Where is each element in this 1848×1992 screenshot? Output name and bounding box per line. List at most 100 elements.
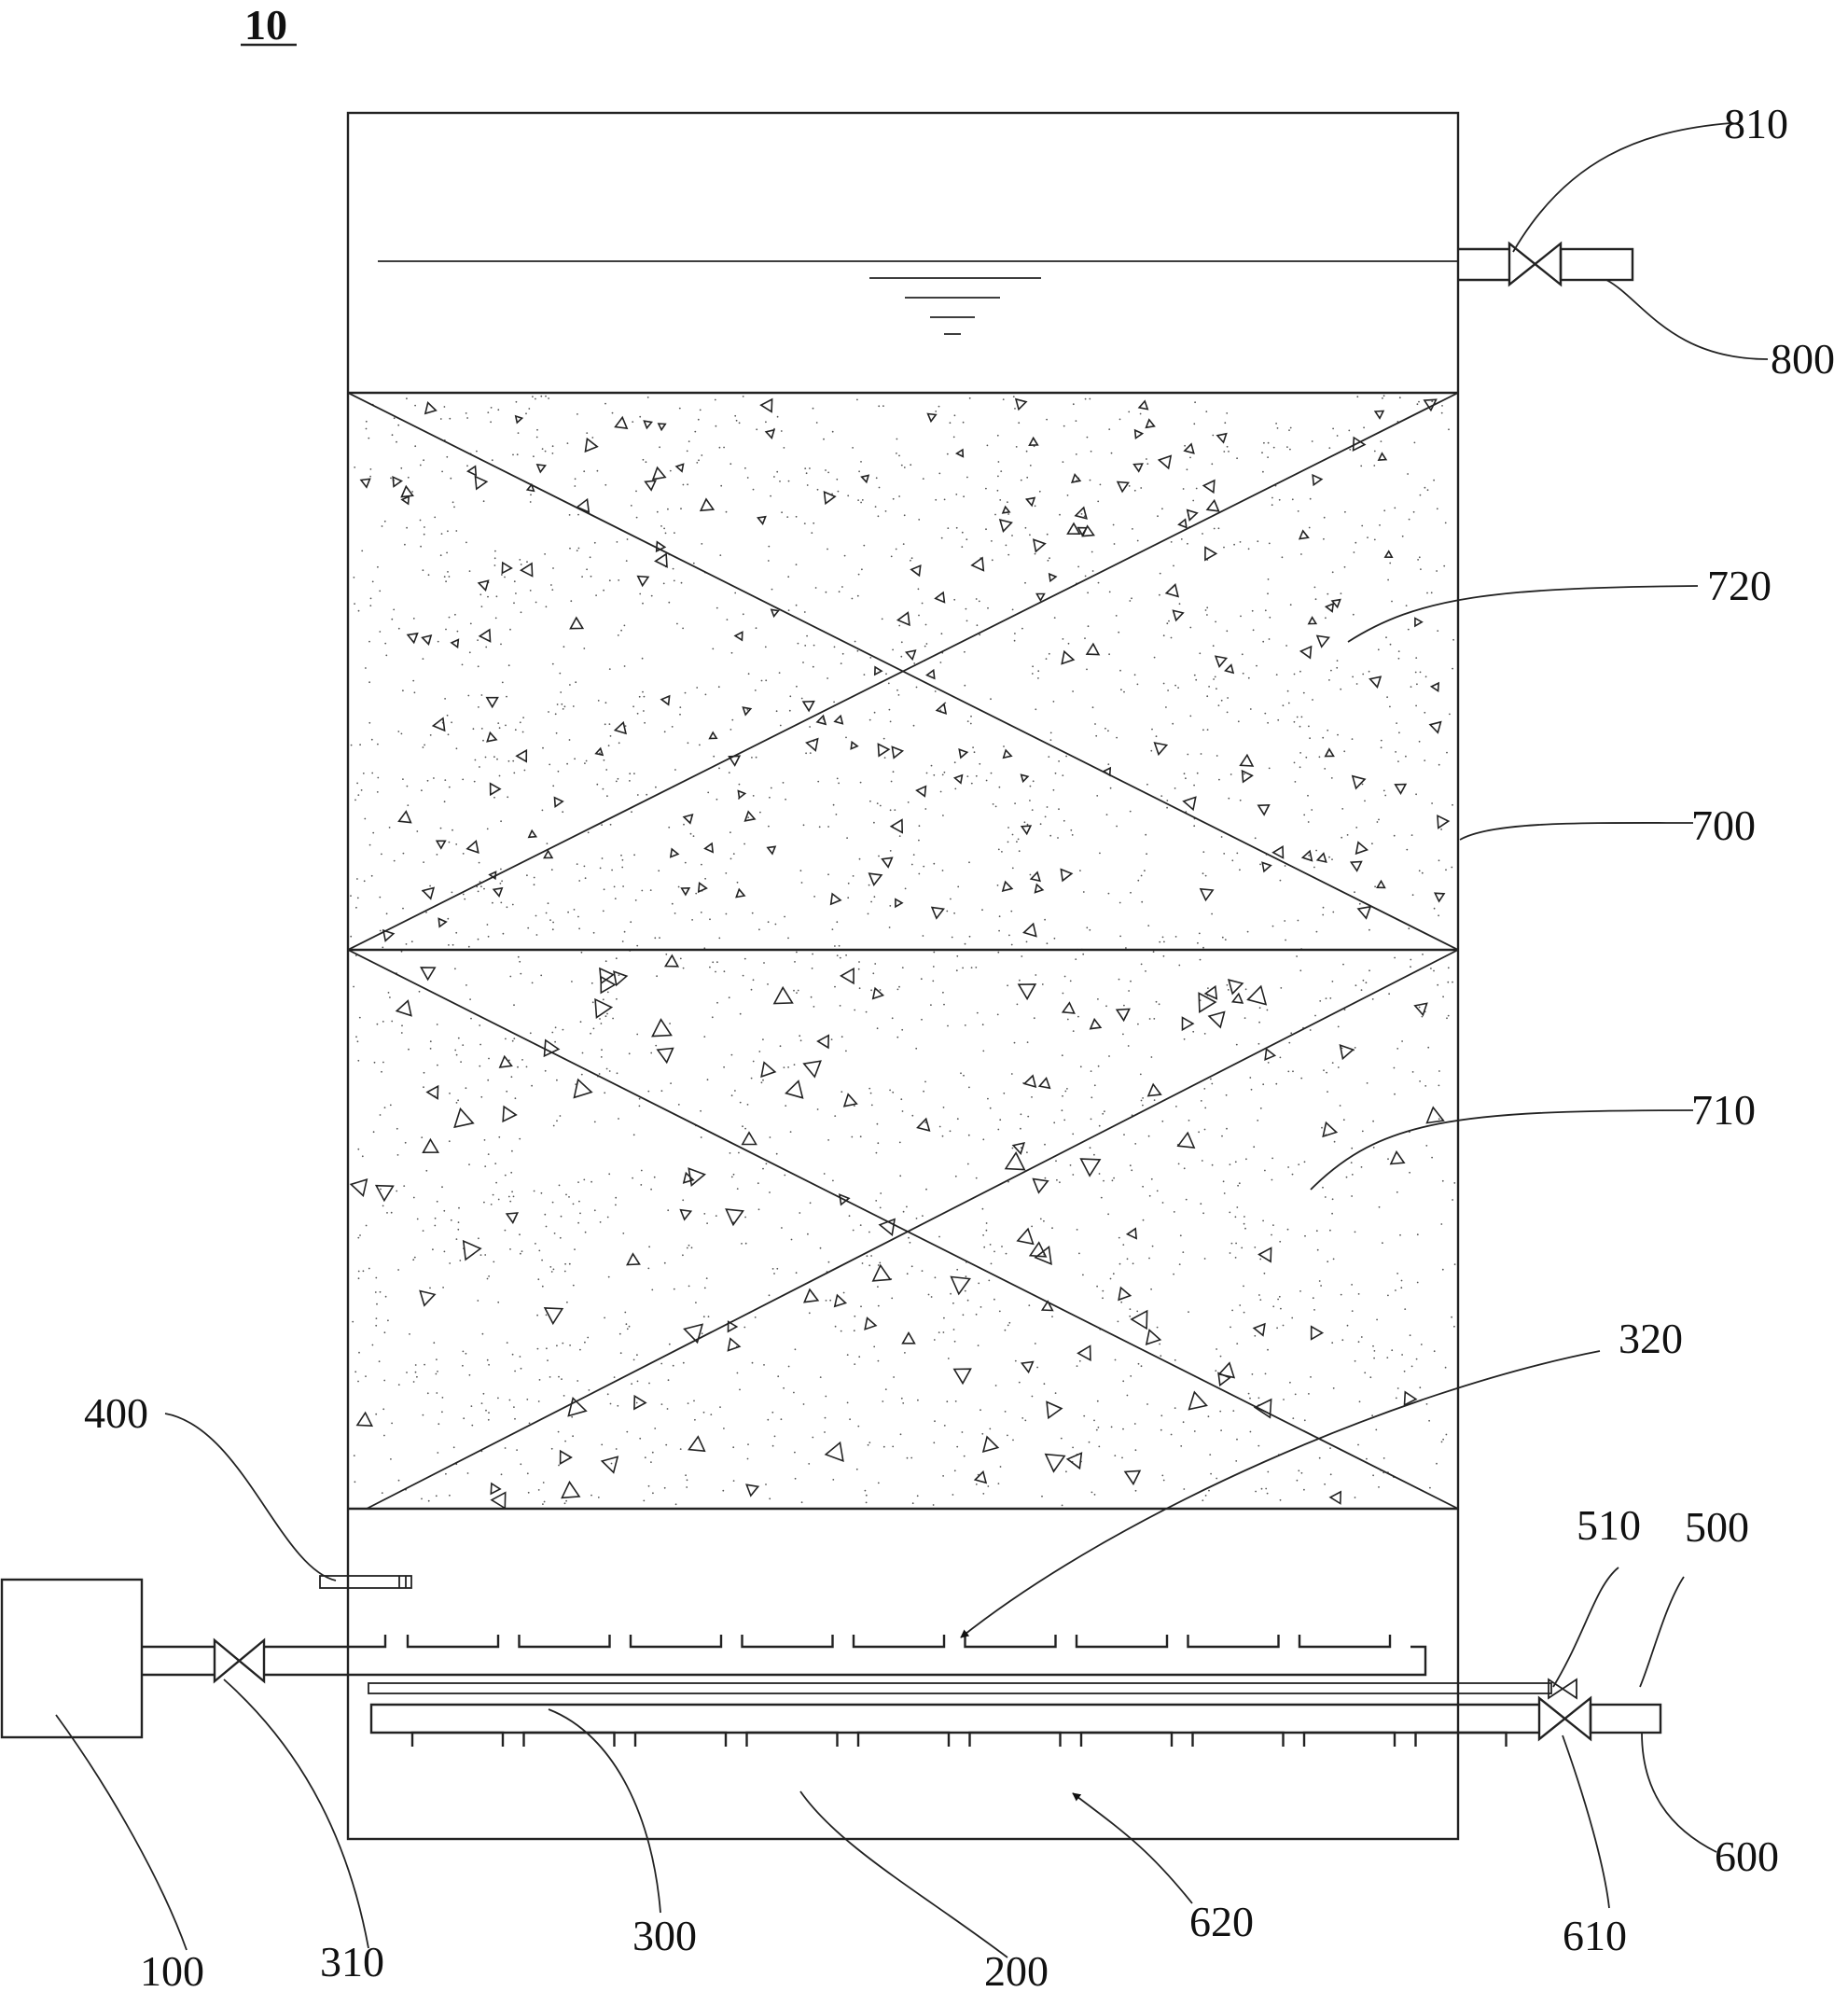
speckle-dot	[1136, 539, 1139, 542]
speckle-dot	[879, 1261, 882, 1264]
speckle-dot	[1093, 1084, 1096, 1087]
speckle-dot	[632, 421, 634, 423]
packing-particle	[1022, 1074, 1037, 1089]
speckle-dot	[941, 773, 944, 776]
speckle-dot	[728, 772, 730, 773]
speckle-dot	[421, 1136, 424, 1138]
speckle-dot	[1183, 1038, 1186, 1040]
speckle-dot	[601, 857, 604, 859]
speckle-dot	[529, 501, 532, 503]
speckle-dot	[474, 759, 477, 761]
speckle-dot	[1351, 738, 1354, 740]
speckle-dot	[1062, 461, 1064, 463]
speckle-dot	[979, 634, 981, 636]
speckle-dot	[514, 1370, 516, 1372]
packing-particle	[478, 628, 492, 643]
speckle-dot	[644, 1456, 646, 1459]
speckle-dot	[1131, 1169, 1133, 1172]
speckle-dot	[1268, 638, 1271, 640]
speckle-dot	[1156, 1190, 1159, 1192]
speckle-dot	[1093, 1419, 1095, 1422]
speckle-dot	[673, 1288, 675, 1290]
speckle-dot	[602, 787, 604, 790]
speckle-dot	[1410, 686, 1412, 688]
speckle-dot	[468, 1373, 471, 1376]
speckle-dot	[795, 564, 798, 565]
speckle-dot	[1090, 1118, 1092, 1121]
speckle-dot	[552, 567, 554, 569]
speckle-dot	[760, 679, 763, 682]
packing-particle	[406, 632, 419, 645]
speckle-dot	[863, 674, 866, 676]
speckle-dot	[604, 723, 606, 726]
speckle-dot	[1189, 626, 1192, 629]
speckle-dot	[579, 1348, 581, 1351]
speckle-dot	[453, 506, 455, 508]
speckle-dot	[379, 1290, 382, 1293]
speckle-dot	[615, 957, 618, 960]
speckle-dot	[506, 906, 508, 909]
speckle-dot	[956, 1118, 959, 1121]
speckle-dot	[362, 773, 365, 774]
speckle-dot	[1148, 1257, 1150, 1260]
speckle-dot	[1400, 1287, 1403, 1289]
speckle-dot	[494, 1163, 497, 1164]
speckle-dot	[1257, 1120, 1259, 1121]
speckle-dot	[601, 824, 603, 826]
speckle-dot	[978, 1282, 980, 1285]
speckle-dot	[961, 1431, 964, 1433]
speckle-dot	[686, 450, 688, 453]
speckle-dot	[1146, 1403, 1148, 1405]
speckle-dot	[809, 1202, 812, 1205]
speckle-dot	[685, 1474, 687, 1477]
speckle-dot	[755, 756, 757, 759]
speckle-dot	[1315, 849, 1317, 852]
speckle-dot	[449, 1093, 451, 1094]
arrow-620	[1072, 1792, 1193, 1904]
speckle-dot	[1360, 1336, 1363, 1338]
speckle-dot	[1236, 457, 1238, 460]
speckle-dot	[480, 885, 482, 888]
speckle-dot	[941, 1135, 944, 1137]
speckle-dot	[888, 708, 891, 711]
speckle-dot	[953, 912, 955, 914]
packing-particle	[1014, 397, 1028, 411]
speckle-dot	[551, 1201, 554, 1204]
speckle-dot	[1407, 473, 1409, 475]
speckle-dot	[1410, 966, 1411, 968]
speckle-dot	[1312, 1297, 1314, 1300]
speckle-dot	[852, 447, 854, 449]
speckle-dot	[845, 736, 847, 739]
speckle-dot	[1361, 783, 1364, 786]
speckle-dot	[513, 1004, 515, 1007]
speckle-dot	[1339, 1105, 1341, 1107]
speckle-dot	[825, 1300, 827, 1302]
speckle-dot	[944, 702, 947, 704]
speckle-dot	[483, 887, 485, 890]
speckle-dot	[1328, 679, 1330, 681]
packing-particle	[1352, 436, 1367, 453]
speckle-dot	[768, 545, 771, 548]
speckle-dot	[982, 1234, 984, 1236]
speckle-dot	[552, 1268, 555, 1271]
speckle-dot	[923, 1090, 924, 1093]
speckle-dot	[382, 1408, 385, 1411]
speckle-dot	[545, 395, 547, 397]
speckle-dot	[552, 785, 555, 787]
speckle-dot	[892, 771, 895, 773]
packing-particle	[1322, 1121, 1339, 1138]
packing-particle	[1181, 1016, 1195, 1032]
speckle-dot	[635, 516, 638, 519]
speckle-dot	[396, 440, 397, 443]
packing-particle	[1271, 844, 1285, 859]
speckle-dot	[1419, 671, 1422, 674]
speckle-dot	[1118, 1236, 1120, 1239]
speckle-dot	[647, 1484, 650, 1487]
speckle-dot	[834, 985, 836, 988]
speckle-dot	[729, 1152, 731, 1154]
speckle-dot	[769, 1191, 771, 1193]
speckle-dot	[1226, 445, 1229, 448]
speckle-dot	[636, 712, 639, 715]
speckle-dot	[522, 717, 524, 718]
speckle-dot	[613, 885, 616, 888]
